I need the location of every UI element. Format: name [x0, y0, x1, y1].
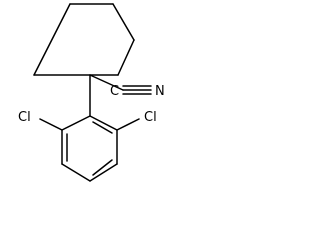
- nitrile-nitrogen-label: N: [155, 84, 165, 99]
- aromatic-bond: [89, 115, 118, 131]
- aromatic-bond: [61, 163, 91, 182]
- aromatic-double-bond: [92, 159, 113, 176]
- chlorine-substituents: Cl Cl: [18, 110, 157, 131]
- ring-bond: [112, 3, 135, 41]
- chemical-structure: C N Cl Cl: [0, 0, 170, 196]
- ring-bond: [33, 3, 71, 76]
- chlorine-label-left: Cl: [18, 110, 31, 125]
- background: [0, 0, 170, 196]
- chlorine-label-right: Cl: [144, 110, 157, 125]
- aromatic-bond: [61, 115, 91, 131]
- aromatic-double-bond: [92, 121, 113, 134]
- aromatic-bond: [89, 163, 118, 182]
- benzene-ring: [61, 115, 118, 182]
- nitrile-single-bond: [89, 74, 124, 91]
- ring-bond: [117, 39, 135, 76]
- chlorine-bond-left: [39, 118, 63, 131]
- cyclohexane-ring: [33, 3, 135, 76]
- chlorine-bond-right: [116, 118, 140, 131]
- nitrile-carbon-label: C: [110, 84, 119, 99]
- nitrile-group: C N: [89, 74, 165, 99]
